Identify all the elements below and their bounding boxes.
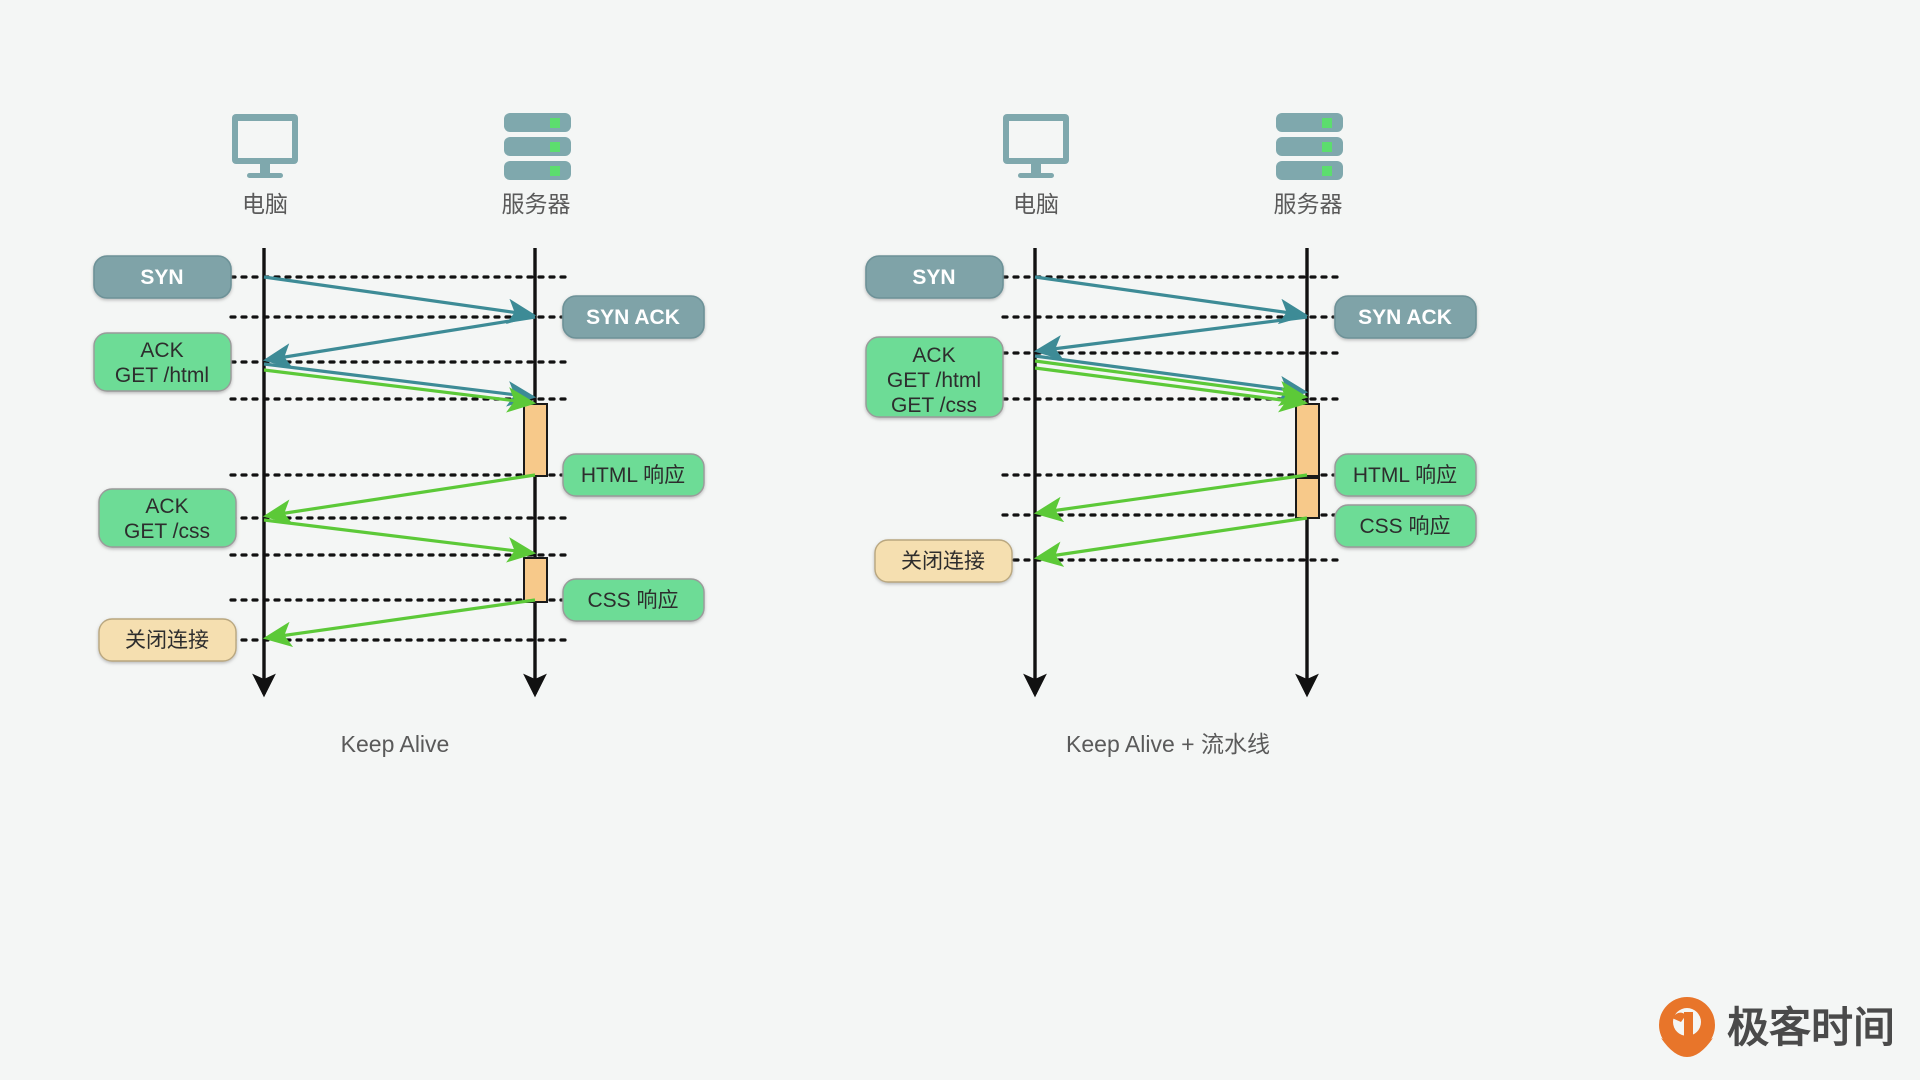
message-box-syn[interactable]: SYN bbox=[865, 255, 1004, 299]
arrow-css-response bbox=[262, 598, 536, 648]
message-box-css-response-line-0: CSS 响应 bbox=[1359, 515, 1450, 538]
message-box-ack-get-css-line-0: ACK bbox=[145, 495, 188, 518]
server-icon bbox=[504, 113, 571, 180]
message-box-css-response[interactable]: CSS 响应 bbox=[1334, 504, 1477, 548]
message-box-ack-get-html-css-line-1: GET /html bbox=[887, 369, 981, 392]
arrow-get-html bbox=[263, 368, 537, 413]
arrow-syn bbox=[1034, 275, 1309, 325]
message-box-syn-ack-line-0: SYN ACK bbox=[1358, 306, 1452, 329]
message-box-ack-get-html-css-line-2: GET /css bbox=[891, 394, 977, 417]
panel-caption-keep-alive-pipeline: Keep Alive + 流水线 bbox=[1066, 731, 1270, 757]
message-box-ack-get-css[interactable]: ACK GET /css bbox=[98, 488, 237, 548]
arrow-syn bbox=[263, 275, 537, 325]
arrow-get-css bbox=[263, 518, 537, 563]
geek-time-logo-icon bbox=[1659, 997, 1715, 1057]
message-box-syn-ack-line-0: SYN ACK bbox=[586, 306, 680, 329]
message-box-css-response-line-0: CSS 响应 bbox=[587, 589, 678, 612]
message-box-syn-line-0: SYN bbox=[912, 266, 955, 289]
arrow-get-css bbox=[1034, 366, 1309, 413]
message-box-ack-get-html-css[interactable]: ACK GET /html GET /css bbox=[865, 336, 1004, 418]
panel-caption-keep-alive: Keep Alive bbox=[341, 731, 450, 757]
panel-keep-alive-pipeline: 电脑 服务器 SYN bbox=[865, 113, 1477, 757]
arrow-syn-ack bbox=[262, 315, 536, 369]
message-box-ack-get-html[interactable]: ACK GET /html bbox=[93, 332, 232, 392]
message-box-html-response-line-0: HTML 响应 bbox=[1353, 464, 1457, 487]
message-box-syn-ack[interactable]: SYN ACK bbox=[562, 295, 705, 339]
panel-keep-alive: 电脑 服务器 bbox=[93, 113, 705, 757]
arrow-syn-ack bbox=[1033, 315, 1308, 361]
message-box-close-connection[interactable]: 关闭连接 bbox=[98, 618, 237, 662]
actor-label-server: 服务器 bbox=[1274, 191, 1343, 217]
message-box-ack-get-html-css-line-0: ACK bbox=[912, 344, 955, 367]
arrow-html-response bbox=[262, 473, 536, 525]
message-box-css-response[interactable]: CSS 响应 bbox=[562, 578, 705, 622]
arrow-ack bbox=[1034, 354, 1309, 402]
message-box-ack-get-css-line-1: GET /css bbox=[124, 520, 210, 543]
monitor-icon bbox=[232, 114, 298, 178]
message-box-syn-ack[interactable]: SYN ACK bbox=[1334, 295, 1477, 339]
server-processing-bar-html bbox=[1295, 403, 1320, 477]
message-box-syn-line-0: SYN bbox=[140, 266, 183, 289]
arrow-html-response bbox=[1033, 473, 1308, 523]
actor-label-client: 电脑 bbox=[1013, 191, 1059, 217]
arrow-ack bbox=[263, 362, 537, 407]
monitor-icon bbox=[1003, 114, 1069, 178]
message-box-html-response[interactable]: HTML 响应 bbox=[1334, 453, 1477, 497]
branding-name: 极客时间 bbox=[1727, 1003, 1895, 1052]
message-box-ack-get-html-line-1: GET /html bbox=[115, 364, 209, 387]
message-box-html-response-line-0: HTML 响应 bbox=[581, 464, 685, 487]
arrow-css-response bbox=[1033, 516, 1308, 567]
message-box-ack-get-html-line-0: ACK bbox=[140, 339, 183, 362]
branding-logo: 极客时间 bbox=[1659, 997, 1895, 1057]
server-processing-bar-html bbox=[523, 403, 548, 477]
message-box-close-connection-line-0: 关闭连接 bbox=[125, 629, 209, 652]
message-box-html-response[interactable]: HTML 响应 bbox=[562, 453, 705, 497]
arrow-get-html bbox=[1034, 359, 1309, 407]
message-box-close-connection-line-0: 关闭连接 bbox=[901, 550, 985, 573]
actor-label-client: 电脑 bbox=[242, 191, 288, 217]
message-box-syn[interactable]: SYN bbox=[93, 255, 232, 299]
message-box-close-connection[interactable]: 关闭连接 bbox=[874, 539, 1013, 583]
server-processing-bar-css bbox=[1295, 477, 1320, 519]
server-icon bbox=[1276, 113, 1343, 180]
server-processing-bar-css bbox=[523, 557, 548, 603]
actor-label-server: 服务器 bbox=[502, 191, 571, 217]
